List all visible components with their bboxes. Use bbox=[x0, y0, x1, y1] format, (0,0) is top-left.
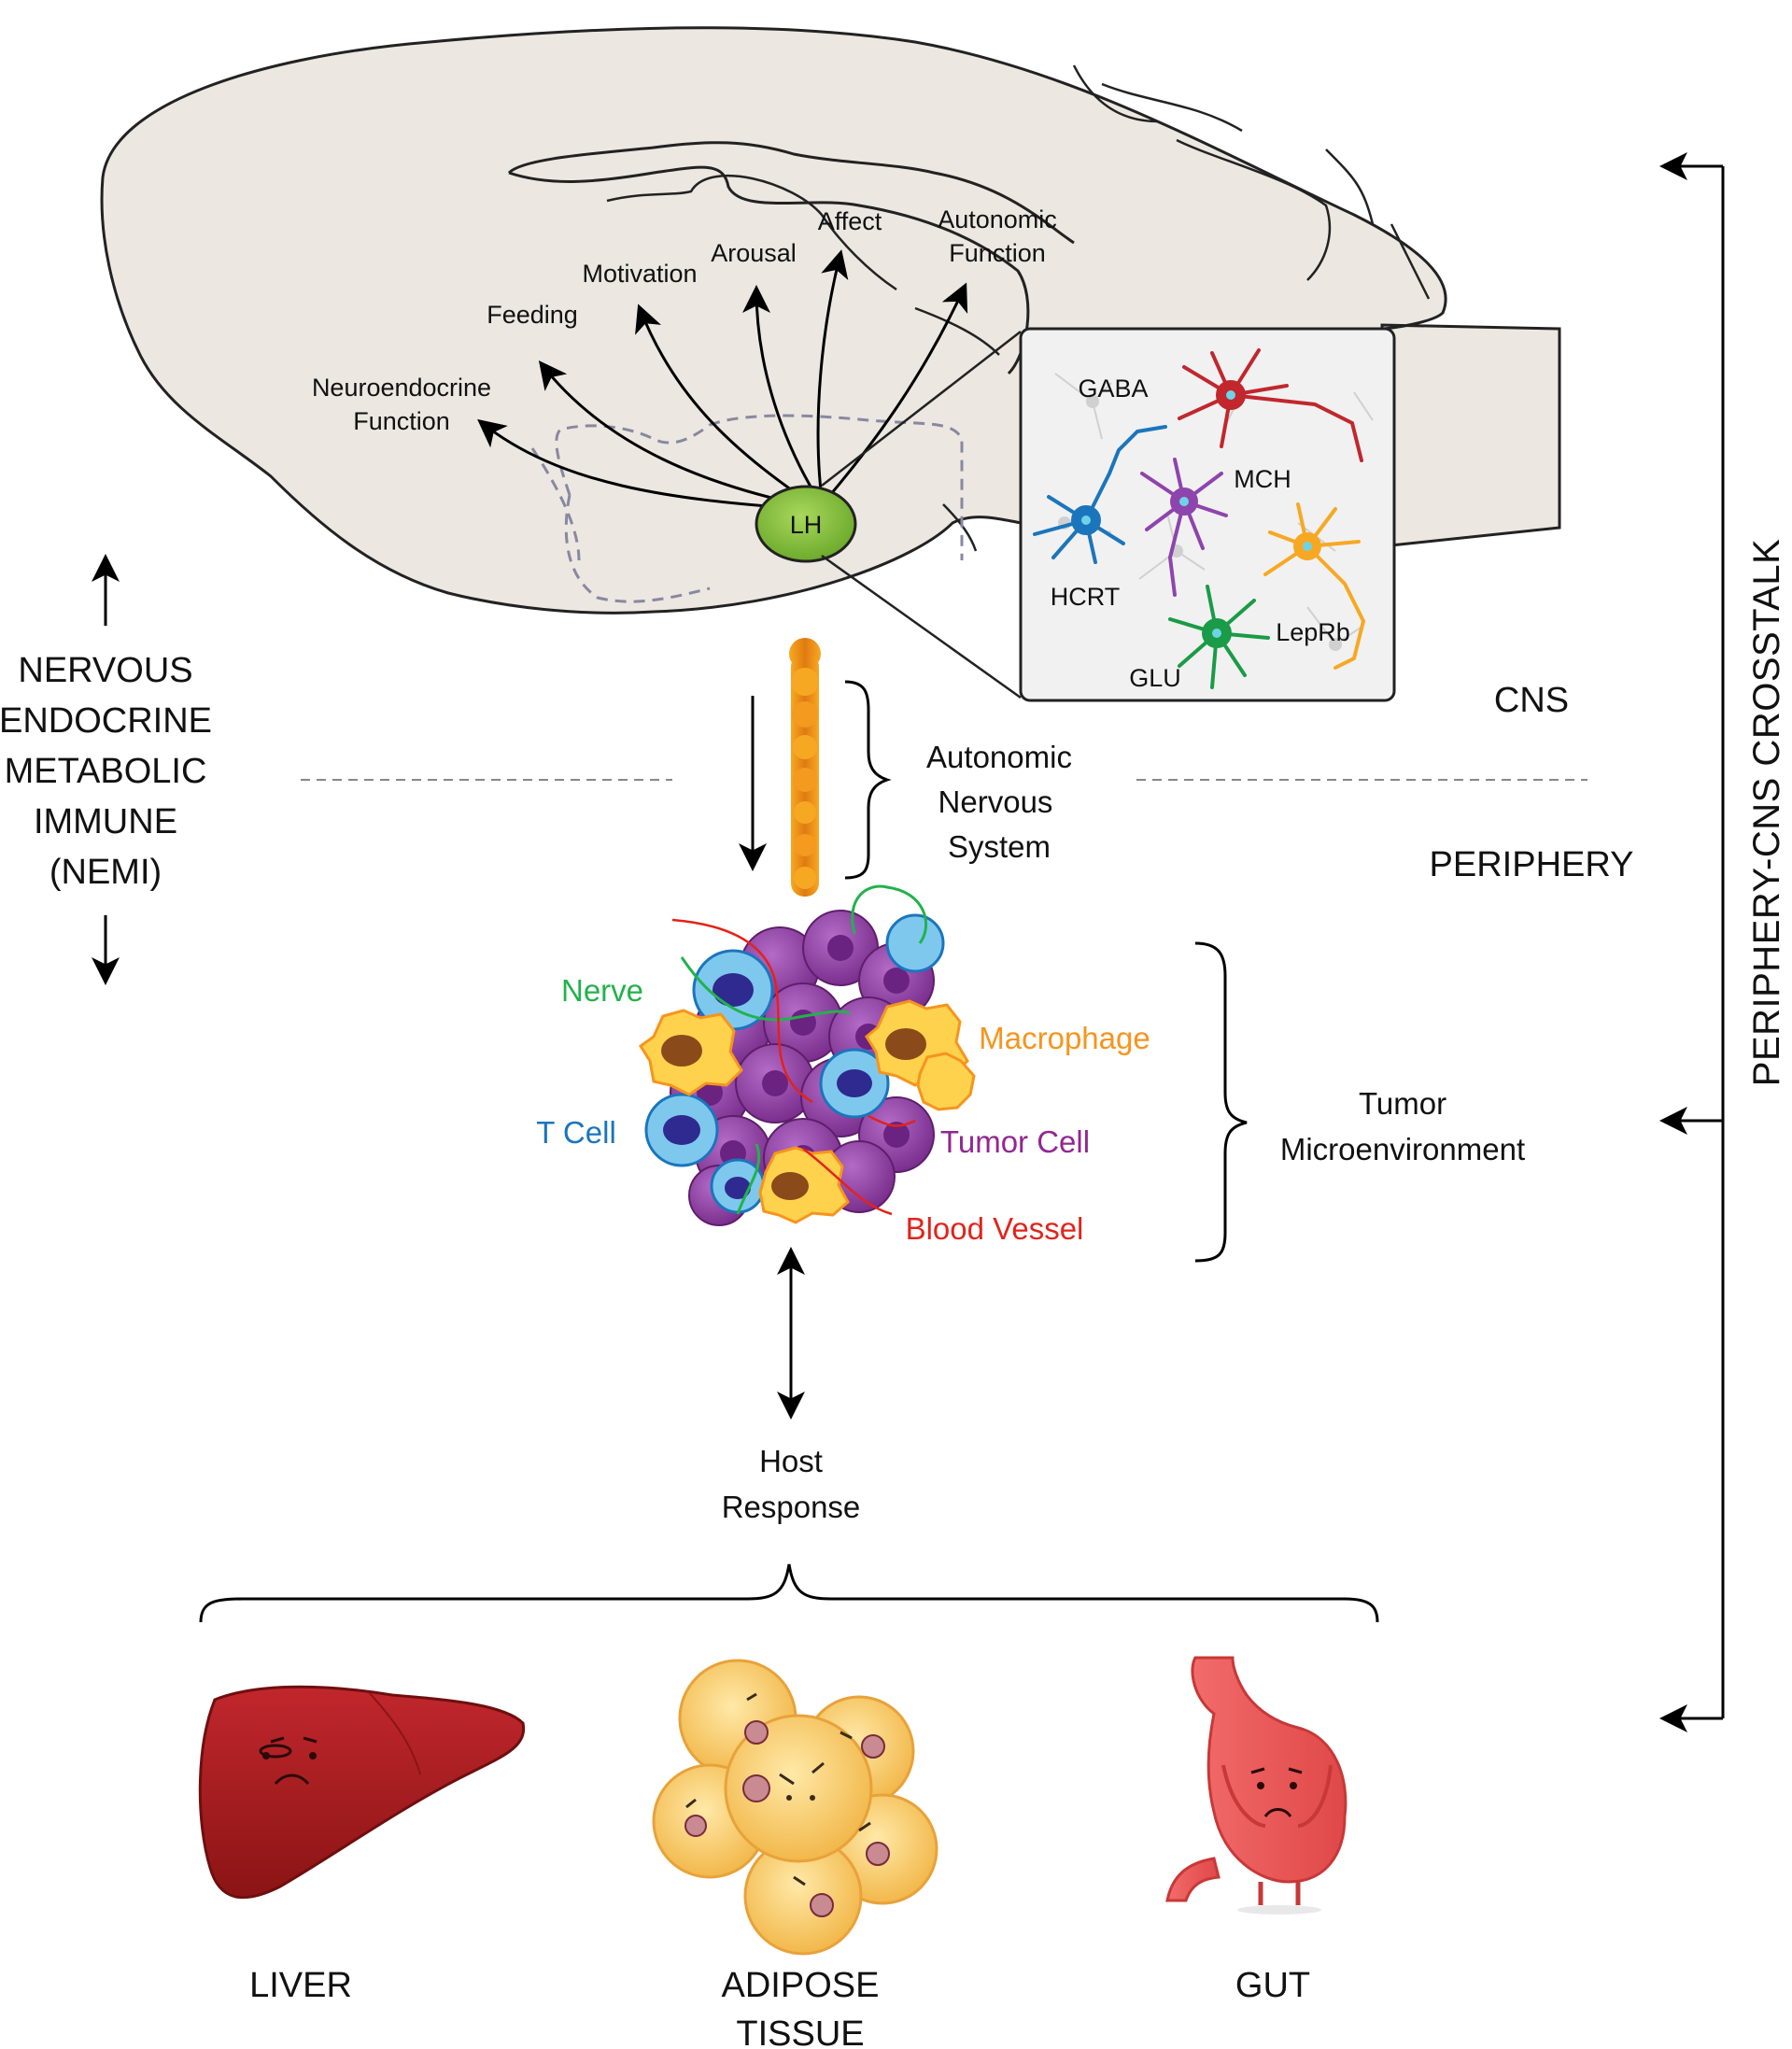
arrow-to-feeding bbox=[538, 360, 809, 508]
liver-illustration bbox=[198, 1685, 526, 1900]
nemi-line-2: ENDOCRINE bbox=[0, 701, 212, 741]
glu-neuron bbox=[1168, 585, 1270, 689]
leprb-neuron bbox=[1263, 502, 1366, 670]
corpus-callosum-inner bbox=[508, 165, 1030, 375]
tme-brace bbox=[1194, 941, 1248, 1263]
cns-label: CNS bbox=[1494, 681, 1569, 720]
cerebellum-fold bbox=[1072, 64, 1159, 123]
brainstem-fold bbox=[942, 503, 978, 552]
tumor-cluster bbox=[638, 884, 976, 1226]
adipose-nuclei bbox=[684, 1720, 890, 1917]
inset-connector-top bbox=[821, 331, 1022, 487]
blood-vessel-label: Blood Vessel bbox=[906, 1211, 1084, 1246]
arrow-to-arousal bbox=[742, 285, 822, 503]
midbrain-fold bbox=[914, 306, 1000, 356]
gut-label: GUT bbox=[1235, 1966, 1310, 2005]
inset-connector-bottom bbox=[821, 554, 1022, 699]
tumor-cell-label: Tumor Cell bbox=[940, 1124, 1090, 1159]
t-cell-label: T Cell bbox=[536, 1115, 616, 1150]
adipose-illustration bbox=[652, 1659, 938, 1956]
adipose-label-line-1: ADIPOSE bbox=[722, 1966, 880, 2005]
nemi-line-5: (NEMI) bbox=[49, 853, 162, 892]
feeding-label: Feeding bbox=[487, 301, 578, 329]
affect-label: Affect bbox=[818, 207, 882, 235]
macrophage-label: Macrophage bbox=[979, 1021, 1150, 1055]
hcrt-label: HCRT bbox=[1051, 583, 1121, 611]
lh-nucleus bbox=[755, 485, 857, 563]
adipose-label-line-2: TISSUE bbox=[736, 2014, 864, 2049]
crosstalk-bracket bbox=[1659, 152, 1725, 1732]
macrophages bbox=[638, 999, 976, 1224]
neuroendocrine-label-line2: Function bbox=[353, 407, 450, 435]
motivation-label: Motivation bbox=[582, 260, 697, 288]
cerebellum-fold bbox=[1325, 148, 1375, 225]
lh-projection-arrows bbox=[477, 249, 968, 511]
lh-label: LH bbox=[790, 511, 823, 539]
hypothalamus-outline bbox=[530, 414, 964, 603]
nemi-line-3: METABOLIC bbox=[5, 752, 207, 791]
crosstalk-label: PERIPHERY-CNS CROSSTALK bbox=[1746, 539, 1787, 1086]
periphery-label: PERIPHERY bbox=[1430, 845, 1634, 884]
nemi-line-4: IMMUNE bbox=[34, 802, 177, 841]
t-cells bbox=[644, 913, 945, 1214]
arrow-to-neuroendocrine bbox=[477, 418, 804, 511]
arrow-to-affect bbox=[816, 249, 849, 501]
autonomic-function-label-line2: Function bbox=[949, 239, 1046, 267]
cerebellum-fold bbox=[1390, 223, 1431, 300]
gut-illustration bbox=[1165, 1656, 1348, 1915]
ans-brace bbox=[844, 680, 892, 880]
ans-line-2: Nervous bbox=[938, 784, 1053, 819]
arrow-to-autonomic bbox=[824, 282, 968, 502]
arousal-label: Arousal bbox=[711, 239, 797, 267]
arrow-to-motivation bbox=[635, 304, 813, 506]
gaba-label: GABA bbox=[1078, 374, 1148, 403]
cerebellum-fold bbox=[1176, 138, 1332, 281]
mch-label: MCH bbox=[1234, 465, 1291, 493]
gaba-neuron bbox=[1178, 348, 1363, 462]
ventricle bbox=[606, 174, 897, 291]
blood-vessels bbox=[671, 918, 916, 1216]
mch-neuron bbox=[1140, 458, 1228, 597]
spinal-cord bbox=[789, 638, 821, 897]
organs-brace bbox=[199, 1563, 1379, 1623]
tme-line-2: Microenvironment bbox=[1280, 1132, 1525, 1166]
host-response-line-1: Host bbox=[759, 1444, 823, 1478]
corpus-callosum bbox=[507, 141, 1075, 245]
inset-frame bbox=[1019, 327, 1396, 702]
nemi-block: NERVOUS ENDOCRINE METABOLIC IMMUNE (NEMI… bbox=[0, 554, 212, 985]
liver-label: LIVER bbox=[249, 1966, 352, 2005]
hcrt-neuron bbox=[1033, 425, 1167, 564]
nerve-label: Nerve bbox=[561, 973, 643, 1008]
host-response-line-2: Response bbox=[722, 1490, 861, 1524]
glu-label: GLU bbox=[1129, 664, 1181, 692]
cerebellum-fold bbox=[1101, 82, 1243, 133]
neuron-inset: GABA MCH HCRT LepRb GLU bbox=[1019, 327, 1396, 702]
ans-line-1: Autonomic bbox=[926, 740, 1072, 774]
ans-line-3: System bbox=[948, 829, 1051, 864]
nemi-line-1: NERVOUS bbox=[18, 651, 192, 690]
leprb-label: LepRb bbox=[1276, 618, 1350, 646]
autonomic-function-label-line1: Autonomic bbox=[938, 205, 1057, 233]
neuroendocrine-label-line1: Neuroendocrine bbox=[312, 374, 491, 402]
tme-line-1: Tumor bbox=[1359, 1086, 1446, 1121]
